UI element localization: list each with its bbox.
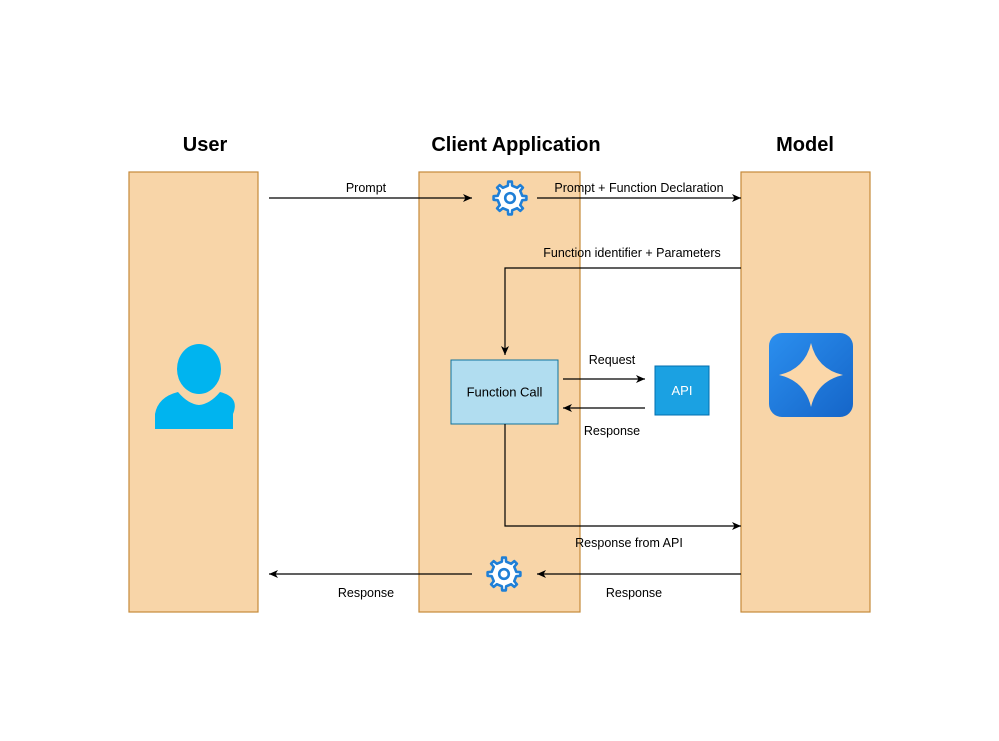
gear-icon <box>486 556 522 592</box>
lane-title-user: User <box>183 134 228 156</box>
gear-icon <box>492 180 528 216</box>
model-response-label: Response <box>606 586 662 600</box>
api-label: API <box>672 383 693 398</box>
function-identifier-label: Function identifier + Parameters <box>543 246 721 260</box>
lane-title-client-application: Client Application <box>431 134 600 156</box>
user-response-label: Response <box>338 586 394 600</box>
prompt-declaration-label: Prompt + Function Declaration <box>554 181 723 195</box>
response-from-api-arrow <box>504 424 741 530</box>
api-response-label: Response <box>584 424 640 438</box>
sparkle-icon <box>769 333 853 417</box>
prompt-label: Prompt <box>346 181 387 195</box>
function-call-box: Function Call <box>450 359 559 425</box>
function-call-label: Function Call <box>467 385 543 400</box>
function-identifier-arrow <box>501 267 741 355</box>
response-from-api-label: Response from API <box>575 536 683 550</box>
lane-title-model: Model <box>776 134 834 156</box>
user-avatar-icon <box>155 344 235 429</box>
request-label: Request <box>589 353 636 367</box>
api-box: API <box>654 365 710 416</box>
